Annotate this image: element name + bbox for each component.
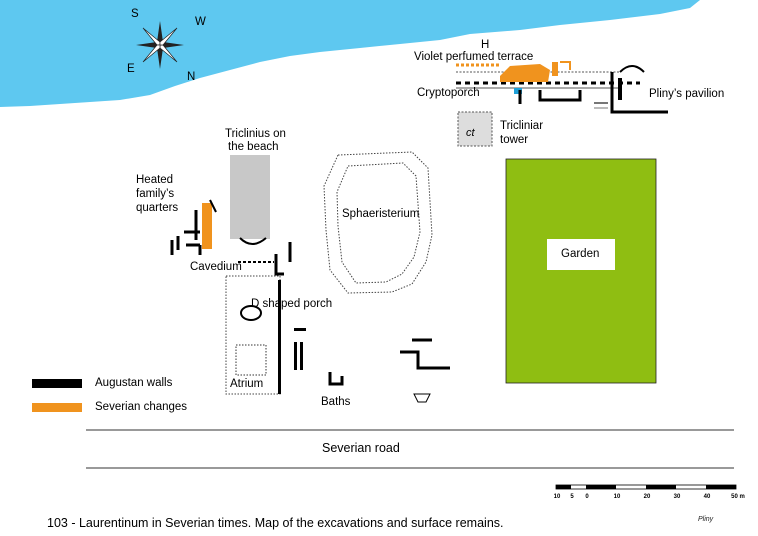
garden-area — [505, 158, 657, 384]
compass-icon — [136, 21, 184, 69]
scale-tick-label: 5 — [570, 494, 574, 500]
scale-tick-label: 50 m — [731, 494, 745, 500]
sphaeristerium-outer — [323, 151, 433, 294]
cavedium-label: Cavedium — [190, 261, 242, 273]
compass-n-label: N — [187, 71, 196, 83]
violet-terrace-label: Violet perfumed terrace — [414, 51, 534, 63]
scale-tick-label: 40 — [703, 494, 711, 500]
h-label: H — [481, 39, 490, 51]
cryptoporch-label: Cryptoporch — [417, 87, 480, 99]
triclinius-label-2: the beach — [228, 141, 279, 153]
heated-label-3: quarters — [136, 202, 179, 214]
scale-tick-label: 10 — [613, 494, 621, 500]
compass-w-label: W — [195, 16, 206, 28]
tricliniar-tower — [457, 111, 493, 147]
garden-label-box — [547, 239, 615, 270]
heated-label-1: Heated — [136, 174, 174, 186]
legend-swatch-severian — [32, 403, 82, 412]
compass-e-label: E — [127, 63, 135, 75]
heated-quarters — [170, 199, 217, 255]
legend-severian-label: Severian changes — [95, 401, 188, 413]
atrium-label: Atrium — [230, 378, 264, 390]
baths-label: Baths — [321, 396, 351, 408]
tricliniar-tower-label-2: tower — [500, 134, 529, 146]
north-complex — [456, 61, 668, 114]
triclinium-building — [230, 155, 270, 239]
garden-label: Garden — [561, 248, 600, 260]
severian-road-label: Severian road — [322, 441, 400, 455]
plinys-pavilion-label: Pliny’s pavilion — [649, 88, 725, 100]
heated-label-2: family’s — [136, 188, 175, 200]
tricliniar-tower-label-1: Tricliniar — [500, 120, 544, 132]
triclinius-label-1: Triclinius on — [225, 128, 286, 140]
central-complex — [225, 237, 306, 395]
scale-tick-label: 10 — [553, 494, 561, 500]
figure-caption: 103 - Laurentinum in Severian times. Map… — [47, 516, 504, 530]
author-signature: Pliny — [698, 516, 714, 523]
baths-walls — [328, 338, 450, 403]
ct-label: ct — [466, 127, 475, 139]
scale-tick-label: 20 — [643, 494, 651, 500]
sphaeristerium-inner — [336, 162, 421, 284]
sphaeristerium-label: Sphaeristerium — [342, 208, 420, 220]
legend-augustan-label: Augustan walls — [95, 377, 173, 389]
compass-s-label: S — [131, 8, 139, 20]
legend-swatch-augustan — [32, 379, 82, 388]
scale-tick-label: 30 — [673, 494, 681, 500]
scale-tick-label: 0 — [585, 494, 589, 500]
sea — [0, 0, 700, 107]
d-porch-label: D shaped porch — [251, 298, 333, 310]
scale-bar — [555, 484, 737, 490]
